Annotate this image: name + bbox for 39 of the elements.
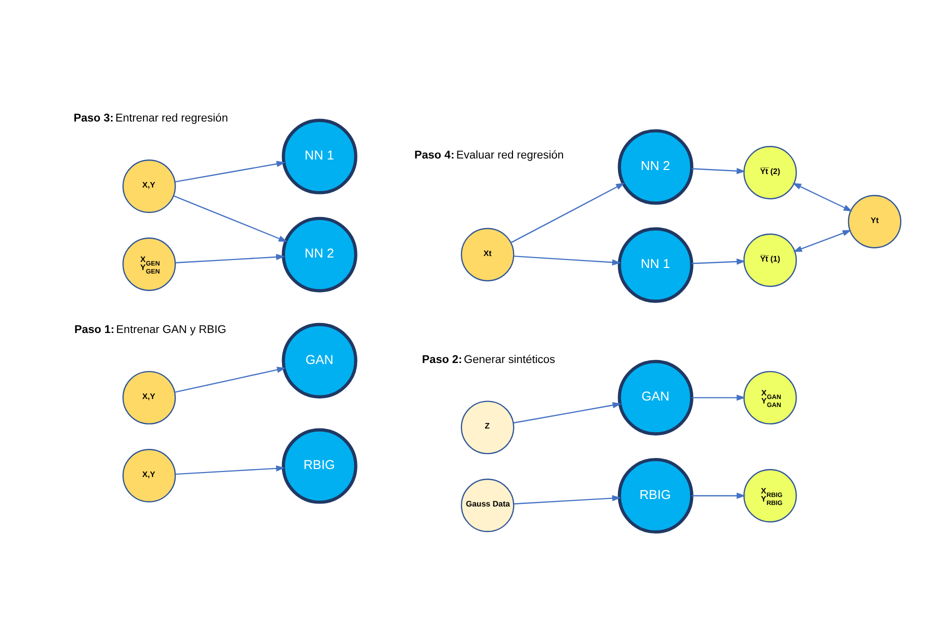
arrow <box>174 366 286 393</box>
node-circle: NN 2 <box>282 216 358 292</box>
arrow <box>176 254 285 264</box>
label: Paso 3: Entrenar red regresión <box>74 112 228 125</box>
node-circle: Yt <box>848 194 902 248</box>
node-circle: NN 1 <box>282 118 358 194</box>
node-circle: X,Y <box>122 370 176 424</box>
node-circle: Y̅t̅ (2) <box>743 146 797 200</box>
arrow <box>692 394 746 401</box>
arrow <box>514 402 622 424</box>
node-circle: X$_{GEN}$ Y$_{GEN}$ <box>122 238 176 291</box>
node-circle: Z <box>460 400 514 454</box>
arrow <box>692 168 746 174</box>
arrow <box>692 492 746 499</box>
node-circle: RBIG <box>282 428 358 504</box>
node-circle: X$_{GAN}$ Y$_{GAN}$ <box>743 370 797 424</box>
arrow <box>792 182 852 212</box>
label: Paso 4: Evaluar red regresión <box>414 150 564 162</box>
node-circle: RBIG <box>618 458 694 534</box>
arrow <box>176 465 285 475</box>
arrow <box>175 160 286 182</box>
node-circle: X,Y <box>122 160 176 213</box>
node-circle: NN 2 <box>618 129 694 205</box>
arrow <box>514 256 622 266</box>
arrow <box>174 195 288 242</box>
node-circle: Y̅t̅ (1) <box>743 234 797 287</box>
node-circle: GAN <box>282 322 358 398</box>
label: Paso 1: Entrenar GAN y RBIG <box>74 324 226 336</box>
node-circle: NN 1 <box>618 227 694 303</box>
node-circle: Gauss Data <box>460 478 514 532</box>
node-circle: GAN <box>618 360 694 436</box>
node-circle: X$_{RBIG}$ Y$_{RBIG}$ <box>743 469 797 522</box>
arrow <box>793 230 852 252</box>
arrow <box>510 182 625 244</box>
node-circle: Xt <box>460 228 514 282</box>
arrow <box>514 495 622 505</box>
label: Paso 2: Generar sintéticos <box>422 354 556 366</box>
arrow <box>692 258 746 265</box>
node-circle: X,Y <box>122 448 176 502</box>
